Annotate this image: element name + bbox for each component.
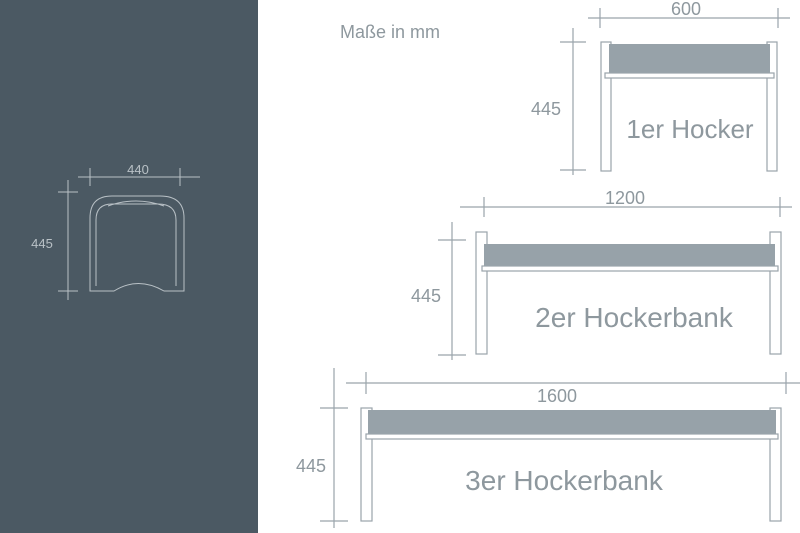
bench-2-seat [484,244,775,266]
bench-3-name: 3er Hockerbank [465,465,664,496]
bench-2-leg-left [475,231,488,355]
bench-3-height-label: 445 [296,456,326,476]
side-profile-seat-curve [107,200,165,207]
bench-3-leg-left [360,407,373,522]
side-panel [0,0,258,533]
bench-3-rail [365,433,779,440]
side-profile-inner [95,203,177,286]
bench-2-leg-right [769,231,782,355]
bench-2 [438,197,792,360]
bench-1-rail [604,72,775,79]
bench-3-leg-right [769,407,782,522]
bench-1-seat [609,44,770,74]
bench-1 [560,8,790,175]
side-height-label: 445 [31,236,53,251]
side-width-label: 440 [127,162,149,177]
bench-1-height-label: 445 [531,99,561,119]
side-view [58,168,200,300]
bench-1-width-label: 600 [671,0,701,19]
bench-2-height-label: 445 [411,286,441,306]
side-profile-outer [89,195,185,292]
bench-1-leg-left [600,41,612,172]
bench-1-name: 1er Hocker [626,114,753,144]
bench-1-leg-right [766,41,778,172]
bench-2-rail [481,265,779,272]
bench-3-seat [368,410,776,434]
bench-2-name: 2er Hockerbank [535,302,734,333]
bench-3 [320,368,800,528]
bench-3-width-label: 1600 [537,386,577,406]
bench-2-width-label: 1200 [605,188,645,208]
units-caption: Maße in mm [340,22,440,42]
